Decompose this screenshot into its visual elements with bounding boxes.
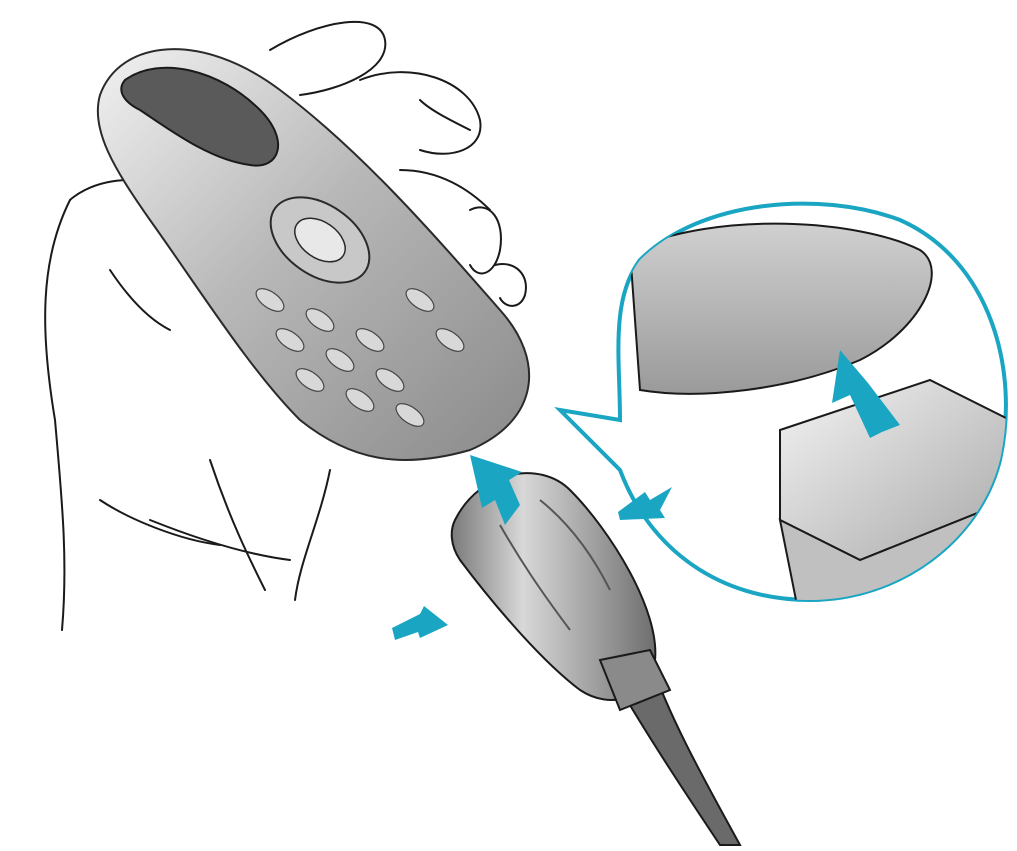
- finger-ring: [470, 207, 501, 273]
- hand-outline-top: [70, 180, 130, 200]
- hand-crease: [150, 520, 290, 560]
- hand-outline-left: [45, 200, 70, 630]
- finger-little: [495, 264, 526, 306]
- finger-index: [360, 72, 480, 154]
- thumb-crease: [110, 270, 170, 330]
- mobile-phone-icon: [98, 49, 529, 460]
- hand-palm-line: [210, 460, 265, 590]
- finger-top: [270, 22, 385, 95]
- wrist-line: [295, 470, 330, 600]
- zoom-callout-icon: [560, 204, 1010, 620]
- fingernail-index: [420, 100, 470, 130]
- finger-middle: [400, 170, 490, 210]
- arrow-icon: [392, 606, 448, 640]
